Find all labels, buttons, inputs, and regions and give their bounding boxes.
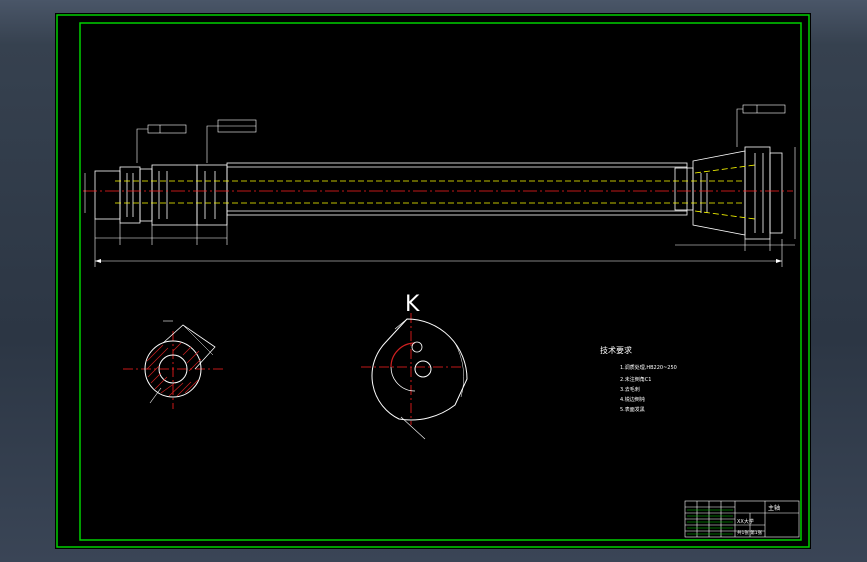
title-sheet-info: 共1张 第1张	[737, 529, 763, 536]
notes-item-2: 2.未注倒角C1	[620, 376, 651, 383]
notes-item-5: 5.表面发黑	[620, 406, 645, 413]
shaft-right-step	[674, 167, 694, 211]
notes-item-1: 1.调质处理,HB220~250	[620, 364, 677, 371]
section-bore	[158, 354, 188, 384]
tolerance-frames	[136, 104, 786, 163]
shaft-collar	[196, 164, 228, 226]
shaft-main-view[interactable]	[94, 146, 783, 240]
view-k-hole	[414, 360, 432, 378]
title-company: XX大学	[737, 518, 754, 525]
dim-arrow-right	[776, 259, 782, 263]
notes-heading: 技术要求	[600, 345, 632, 355]
view-k-label: K	[405, 292, 420, 317]
section-outer-circle	[144, 340, 202, 398]
drawing-canvas[interactable]: K 技术要求 1.调质处理,HB220~250 2.未注倒角C1 3.去毛刺 4…	[55, 13, 811, 549]
shaft-journal-1	[119, 166, 141, 224]
inner-border	[79, 22, 802, 541]
detail-view-k[interactable]: K	[361, 292, 468, 440]
dimension-lines	[84, 147, 796, 267]
view-k-outline	[371, 318, 468, 421]
cross-section-view[interactable]	[123, 320, 223, 409]
title-block[interactable]	[684, 500, 800, 538]
drawing-sheet[interactable]: K 技术要求 1.调质处理,HB220~250 2.未注倒角C1 3.去毛刺 4…	[55, 13, 811, 549]
shaft-flange-end	[769, 152, 783, 234]
dim-arrow-left	[95, 259, 101, 263]
view-k-dim-arc	[454, 342, 464, 398]
shaft-flange	[744, 146, 771, 240]
outer-border	[56, 14, 810, 548]
section-dimension-box	[162, 324, 216, 370]
view-k-small-hole	[411, 341, 423, 353]
title-block-green-cells	[687, 509, 733, 535]
hidden-bore-lines	[115, 164, 756, 220]
technical-notes: 技术要求 1.调质处理,HB220~250 2.未注倒角C1 3.去毛刺 4.锐…	[600, 345, 677, 413]
notes-item-3: 3.去毛刺	[620, 386, 640, 393]
shaft-step-1	[139, 168, 153, 222]
title-drawing-name: 主轴	[768, 504, 780, 512]
notes-item-4: 4.锐边倒钝	[620, 396, 645, 403]
section-hatching	[146, 342, 202, 397]
shaft-left-end	[94, 170, 121, 220]
view-k-arc-red	[390, 342, 416, 368]
shaft-body	[226, 162, 688, 216]
